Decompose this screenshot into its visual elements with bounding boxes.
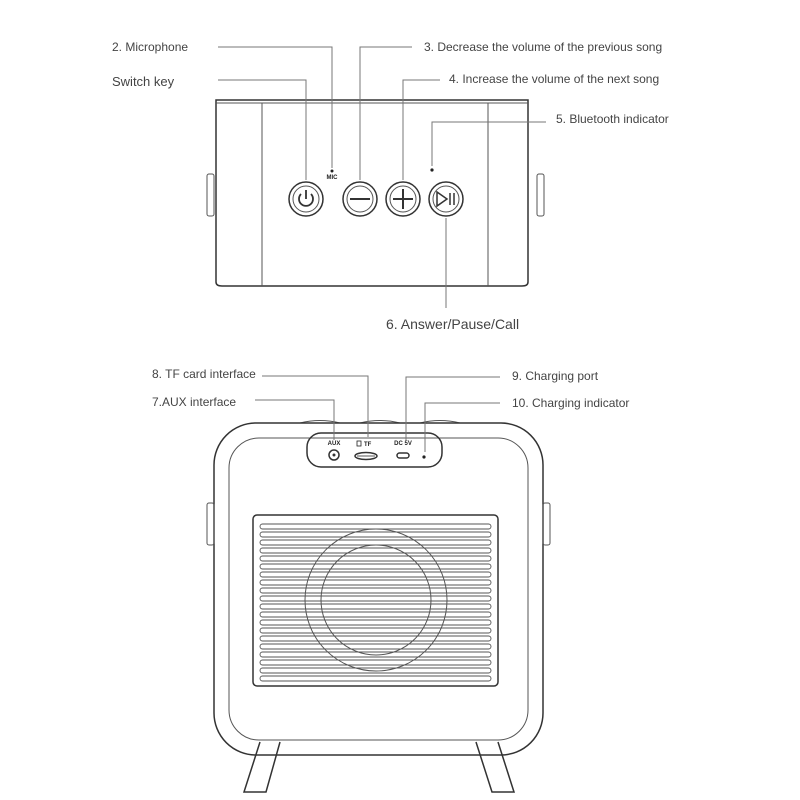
left-handle bbox=[206, 173, 215, 217]
top-view-body bbox=[215, 99, 529, 287]
grille-frame bbox=[252, 514, 499, 687]
label-switch-key: Switch key bbox=[112, 74, 175, 89]
dc-marking: DC 5V bbox=[394, 441, 412, 447]
grille-slat bbox=[259, 571, 492, 578]
leader-increase bbox=[402, 79, 440, 180]
tf-card-slot[interactable] bbox=[354, 451, 378, 461]
leader-decrease bbox=[359, 46, 412, 180]
right-handle bbox=[536, 173, 545, 217]
grille-slat bbox=[259, 579, 492, 586]
grille-slat bbox=[259, 603, 492, 610]
tf-card-icon bbox=[356, 440, 362, 447]
grille-slat bbox=[259, 531, 492, 538]
power-button[interactable] bbox=[288, 181, 324, 217]
microphone: MIC bbox=[327, 169, 339, 181]
grille-slats bbox=[259, 523, 492, 682]
grille-slat bbox=[259, 619, 492, 626]
label-charging-indicator: 10. Charging indicator bbox=[512, 396, 629, 410]
label-bluetooth-indicator: 5. Bluetooth indicator bbox=[556, 112, 669, 126]
label-answer-pause-call: 6. Answer/Pause/Call bbox=[386, 316, 519, 332]
leader-bluetooth bbox=[431, 121, 546, 166]
play-pause-button[interactable] bbox=[428, 181, 464, 217]
label-aux: 7.AUX interface bbox=[152, 395, 236, 409]
grille-slat bbox=[259, 675, 492, 682]
charging-port[interactable] bbox=[396, 452, 410, 459]
leader-switch-key bbox=[218, 79, 307, 180]
label-increase-volume: 4. Increase the volume of the next song bbox=[449, 72, 659, 86]
grille-slat bbox=[259, 595, 492, 602]
grille-slat bbox=[259, 523, 492, 530]
grille-slat bbox=[259, 563, 492, 570]
bluetooth-indicator bbox=[430, 168, 434, 172]
aux-port[interactable] bbox=[328, 449, 340, 461]
charging-indicator bbox=[422, 455, 426, 459]
front-left-handle bbox=[206, 502, 215, 546]
left-leg bbox=[242, 741, 281, 793]
grille-slat bbox=[259, 555, 492, 562]
volume-down-button[interactable] bbox=[342, 181, 378, 217]
grille-slat bbox=[259, 539, 492, 546]
leader-microphone bbox=[218, 46, 333, 168]
grille-slat bbox=[259, 627, 492, 634]
play-pause-icon bbox=[436, 190, 455, 208]
front-view: AUX TF DC 5V bbox=[152, 367, 629, 793]
grille-slat bbox=[259, 611, 492, 618]
label-microphone: 2. Microphone bbox=[112, 40, 188, 54]
mic-marking: MIC bbox=[327, 175, 339, 181]
grille-slat bbox=[259, 587, 492, 594]
leader-charging-indicator bbox=[424, 402, 500, 452]
grille-slat bbox=[259, 643, 492, 650]
label-decrease-volume: 3. Decrease the volume of the previous s… bbox=[424, 40, 662, 54]
woofer-outer bbox=[304, 528, 448, 672]
grille-slat bbox=[259, 659, 492, 666]
leader-tf-card bbox=[262, 375, 369, 437]
leader-aux bbox=[255, 399, 335, 440]
front-body-inner bbox=[228, 437, 529, 741]
volume-up-button[interactable] bbox=[385, 181, 421, 217]
tf-marking: TF bbox=[364, 442, 372, 448]
front-right-handle bbox=[542, 502, 551, 546]
grille-slat bbox=[259, 547, 492, 554]
top-view: MIC bbox=[112, 40, 669, 332]
woofer-inner bbox=[320, 544, 432, 656]
control-panel bbox=[306, 432, 443, 468]
plus-icon bbox=[393, 189, 413, 209]
grille-slat bbox=[259, 635, 492, 642]
right-leg bbox=[475, 741, 516, 793]
label-tf-card: 8. TF card interface bbox=[152, 367, 256, 381]
grille-slat bbox=[259, 651, 492, 658]
front-body-outer bbox=[213, 422, 544, 756]
leader-charging-port bbox=[405, 376, 500, 441]
power-icon bbox=[298, 190, 314, 207]
grille-slat bbox=[259, 667, 492, 674]
aux-marking: AUX bbox=[328, 441, 341, 447]
speaker-grille-icon bbox=[252, 514, 499, 687]
label-charging-port: 9. Charging port bbox=[512, 369, 599, 383]
